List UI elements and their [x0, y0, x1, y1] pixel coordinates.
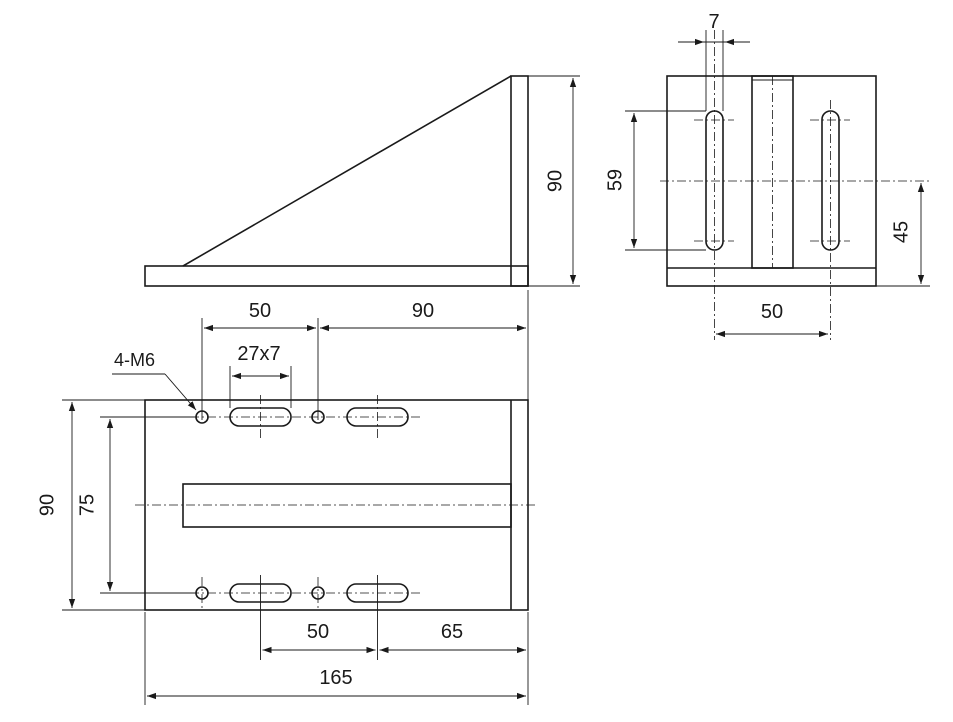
side-base-plate	[144, 265, 529, 287]
end-view: 7 59 50 45	[604, 11, 930, 340]
plan-dim-right-offset-label: 65	[441, 621, 463, 643]
plan-gusset	[182, 483, 512, 528]
side-view: 90 50 90	[144, 75, 580, 420]
side-dim-height-label: 90	[544, 170, 566, 192]
plan-thread-callout-label: 4-M6	[114, 350, 155, 370]
side-dim-50-label: 50	[249, 300, 271, 322]
end-dim-slot-width-label: 7	[708, 11, 719, 33]
plan-dim-overall-height-label: 90	[36, 494, 58, 516]
plan-view: 27x7 4-M6 90 75 50 65 165	[36, 343, 535, 705]
plan-leader-arrow	[164, 373, 197, 411]
plan-dim-slot-pitch-label: 50	[307, 621, 329, 643]
end-center-rib	[751, 75, 794, 269]
plan-dim-overall-length-label: 165	[319, 667, 352, 689]
plan-dim-slot-size-label: 27x7	[237, 343, 280, 365]
end-dim-slot-length-label: 59	[604, 169, 626, 191]
side-gusset-edge	[182, 75, 512, 267]
end-dim-center-height-label: 45	[890, 221, 912, 243]
plan-dim-hole-spacing-label: 75	[76, 494, 98, 516]
end-dim-slot-spacing-label: 50	[761, 301, 783, 323]
side-vertical-plate	[510, 75, 529, 287]
side-dim-90h-label: 90	[412, 300, 434, 322]
